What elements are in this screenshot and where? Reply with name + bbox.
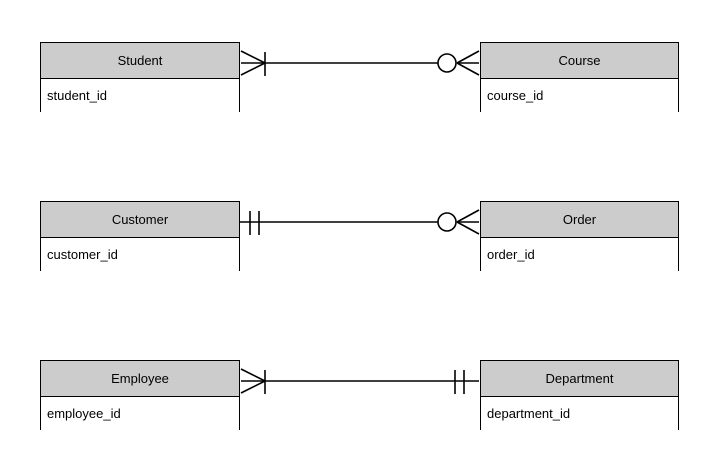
entity-title-employee: Employee	[41, 361, 239, 397]
entity-title-course: Course	[481, 43, 678, 79]
entity-title-order: Order	[481, 202, 678, 238]
exactly-one-symbol-department	[454, 370, 465, 394]
crowfoot-symbol-employee	[240, 368, 266, 394]
connector-employee-department[interactable]	[240, 368, 479, 394]
entity-attribute-employee-id: employee_id	[41, 397, 239, 430]
entity-box-department[interactable]: Department department_id	[480, 360, 679, 430]
entity-box-employee[interactable]: Employee employee_id	[40, 360, 240, 430]
entity-title-customer: Customer	[41, 202, 239, 238]
crowfoot-symbol-order	[456, 209, 480, 235]
entity-box-customer[interactable]: Customer customer_id	[40, 201, 240, 271]
entity-attribute-order-id: order_id	[481, 238, 678, 271]
connector-customer-order[interactable]	[240, 209, 480, 235]
exactly-one-symbol-customer	[249, 211, 260, 235]
entity-box-course[interactable]: Course course_id	[480, 42, 679, 112]
crowfoot-symbol-course	[456, 50, 480, 76]
connector-student-course[interactable]	[240, 50, 480, 76]
entity-attribute-department-id: department_id	[481, 397, 678, 430]
crowfoot-symbol-student	[240, 50, 266, 76]
entity-title-student: Student	[41, 43, 239, 79]
entity-title-department: Department	[481, 361, 678, 397]
entity-attribute-customer-id: customer_id	[41, 238, 239, 271]
zero-circle-symbol-course	[437, 53, 457, 73]
entity-attribute-course-id: course_id	[481, 79, 678, 112]
entity-attribute-student-id: student_id	[41, 79, 239, 112]
entity-box-order[interactable]: Order order_id	[480, 201, 679, 271]
zero-circle-symbol-order	[437, 212, 457, 232]
entity-box-student[interactable]: Student student_id	[40, 42, 240, 112]
